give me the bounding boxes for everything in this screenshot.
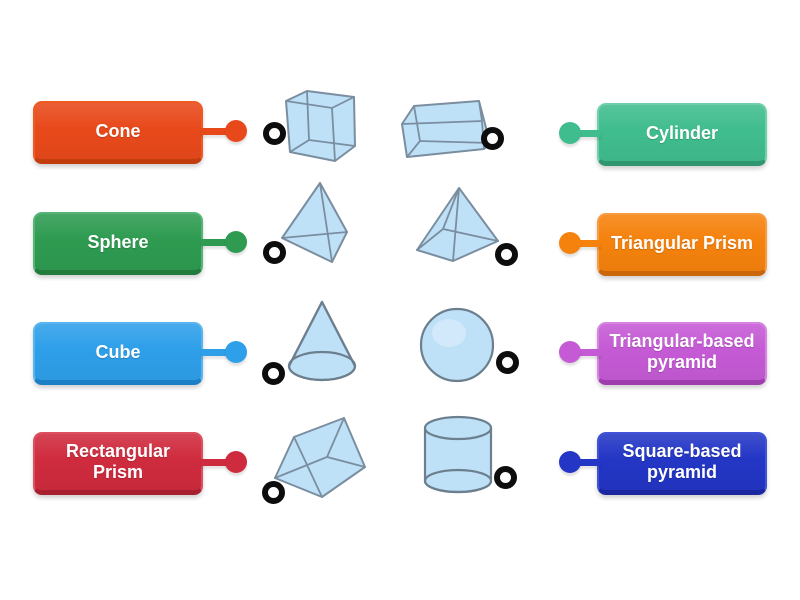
triangular-prism-image [274, 417, 366, 498]
label-cube[interactable]: Cube [33, 322, 247, 385]
cuboid-image [401, 100, 491, 158]
ring-cone[interactable] [262, 362, 285, 385]
connector-stub [201, 238, 237, 246]
cube-image [285, 90, 356, 162]
ring-sphere[interactable] [496, 351, 519, 374]
connector-stub [201, 348, 237, 356]
label-cube-text: Cube [95, 341, 141, 362]
label-cone-text: Cone [95, 120, 141, 141]
ring-cube[interactable] [263, 122, 286, 145]
ring-cuboid[interactable] [481, 127, 504, 150]
sphere-image [419, 307, 495, 383]
label-rectangular-prism[interactable]: Rectangular Prism [33, 432, 247, 495]
square-pyramid-image [416, 187, 499, 262]
label-sphere[interactable]: Sphere [33, 212, 247, 275]
label-square-based-pyramid[interactable]: Square-based pyramid [559, 432, 767, 495]
label-triangular-prism[interactable]: Triangular Prism [559, 213, 767, 276]
connector-stub [565, 458, 601, 466]
ring-cylinder[interactable] [494, 466, 517, 489]
connector-dot[interactable] [559, 122, 581, 144]
ring-triangular-prism[interactable] [262, 481, 285, 504]
connector-dot[interactable] [559, 232, 581, 254]
connector-stub [565, 129, 601, 137]
ring-square-pyramid[interactable] [495, 243, 518, 266]
connector-dot[interactable] [559, 451, 581, 473]
label-cone[interactable]: Cone [33, 101, 247, 164]
cylinder-image [423, 415, 493, 494]
ring-tetrahedron[interactable] [263, 241, 286, 264]
tetrahedron-image [281, 182, 348, 263]
label-triangular-prism-text: Triangular Prism [610, 232, 754, 253]
connector-stub [565, 348, 601, 356]
connector-dot[interactable] [225, 341, 247, 363]
label-cylinder-text: Cylinder [645, 122, 719, 143]
connector-dot[interactable] [225, 231, 247, 253]
label-triangular-based-pyramid-text: Triangular-based pyramid [609, 331, 755, 372]
connector-dot[interactable] [225, 451, 247, 473]
cone-image [287, 300, 357, 382]
label-cylinder[interactable]: Cylinder [559, 103, 767, 166]
connector-stub [201, 127, 237, 135]
label-square-based-pyramid-text: Square-based pyramid [622, 441, 742, 482]
connector-dot[interactable] [225, 120, 247, 142]
label-triangular-based-pyramid[interactable]: Triangular-based pyramid [559, 322, 767, 385]
label-sphere-text: Sphere [87, 231, 149, 252]
connector-dot[interactable] [559, 341, 581, 363]
connector-stub [201, 458, 237, 466]
label-rectangular-prism-text: Rectangular Prism [65, 441, 171, 482]
connector-stub [565, 239, 601, 247]
